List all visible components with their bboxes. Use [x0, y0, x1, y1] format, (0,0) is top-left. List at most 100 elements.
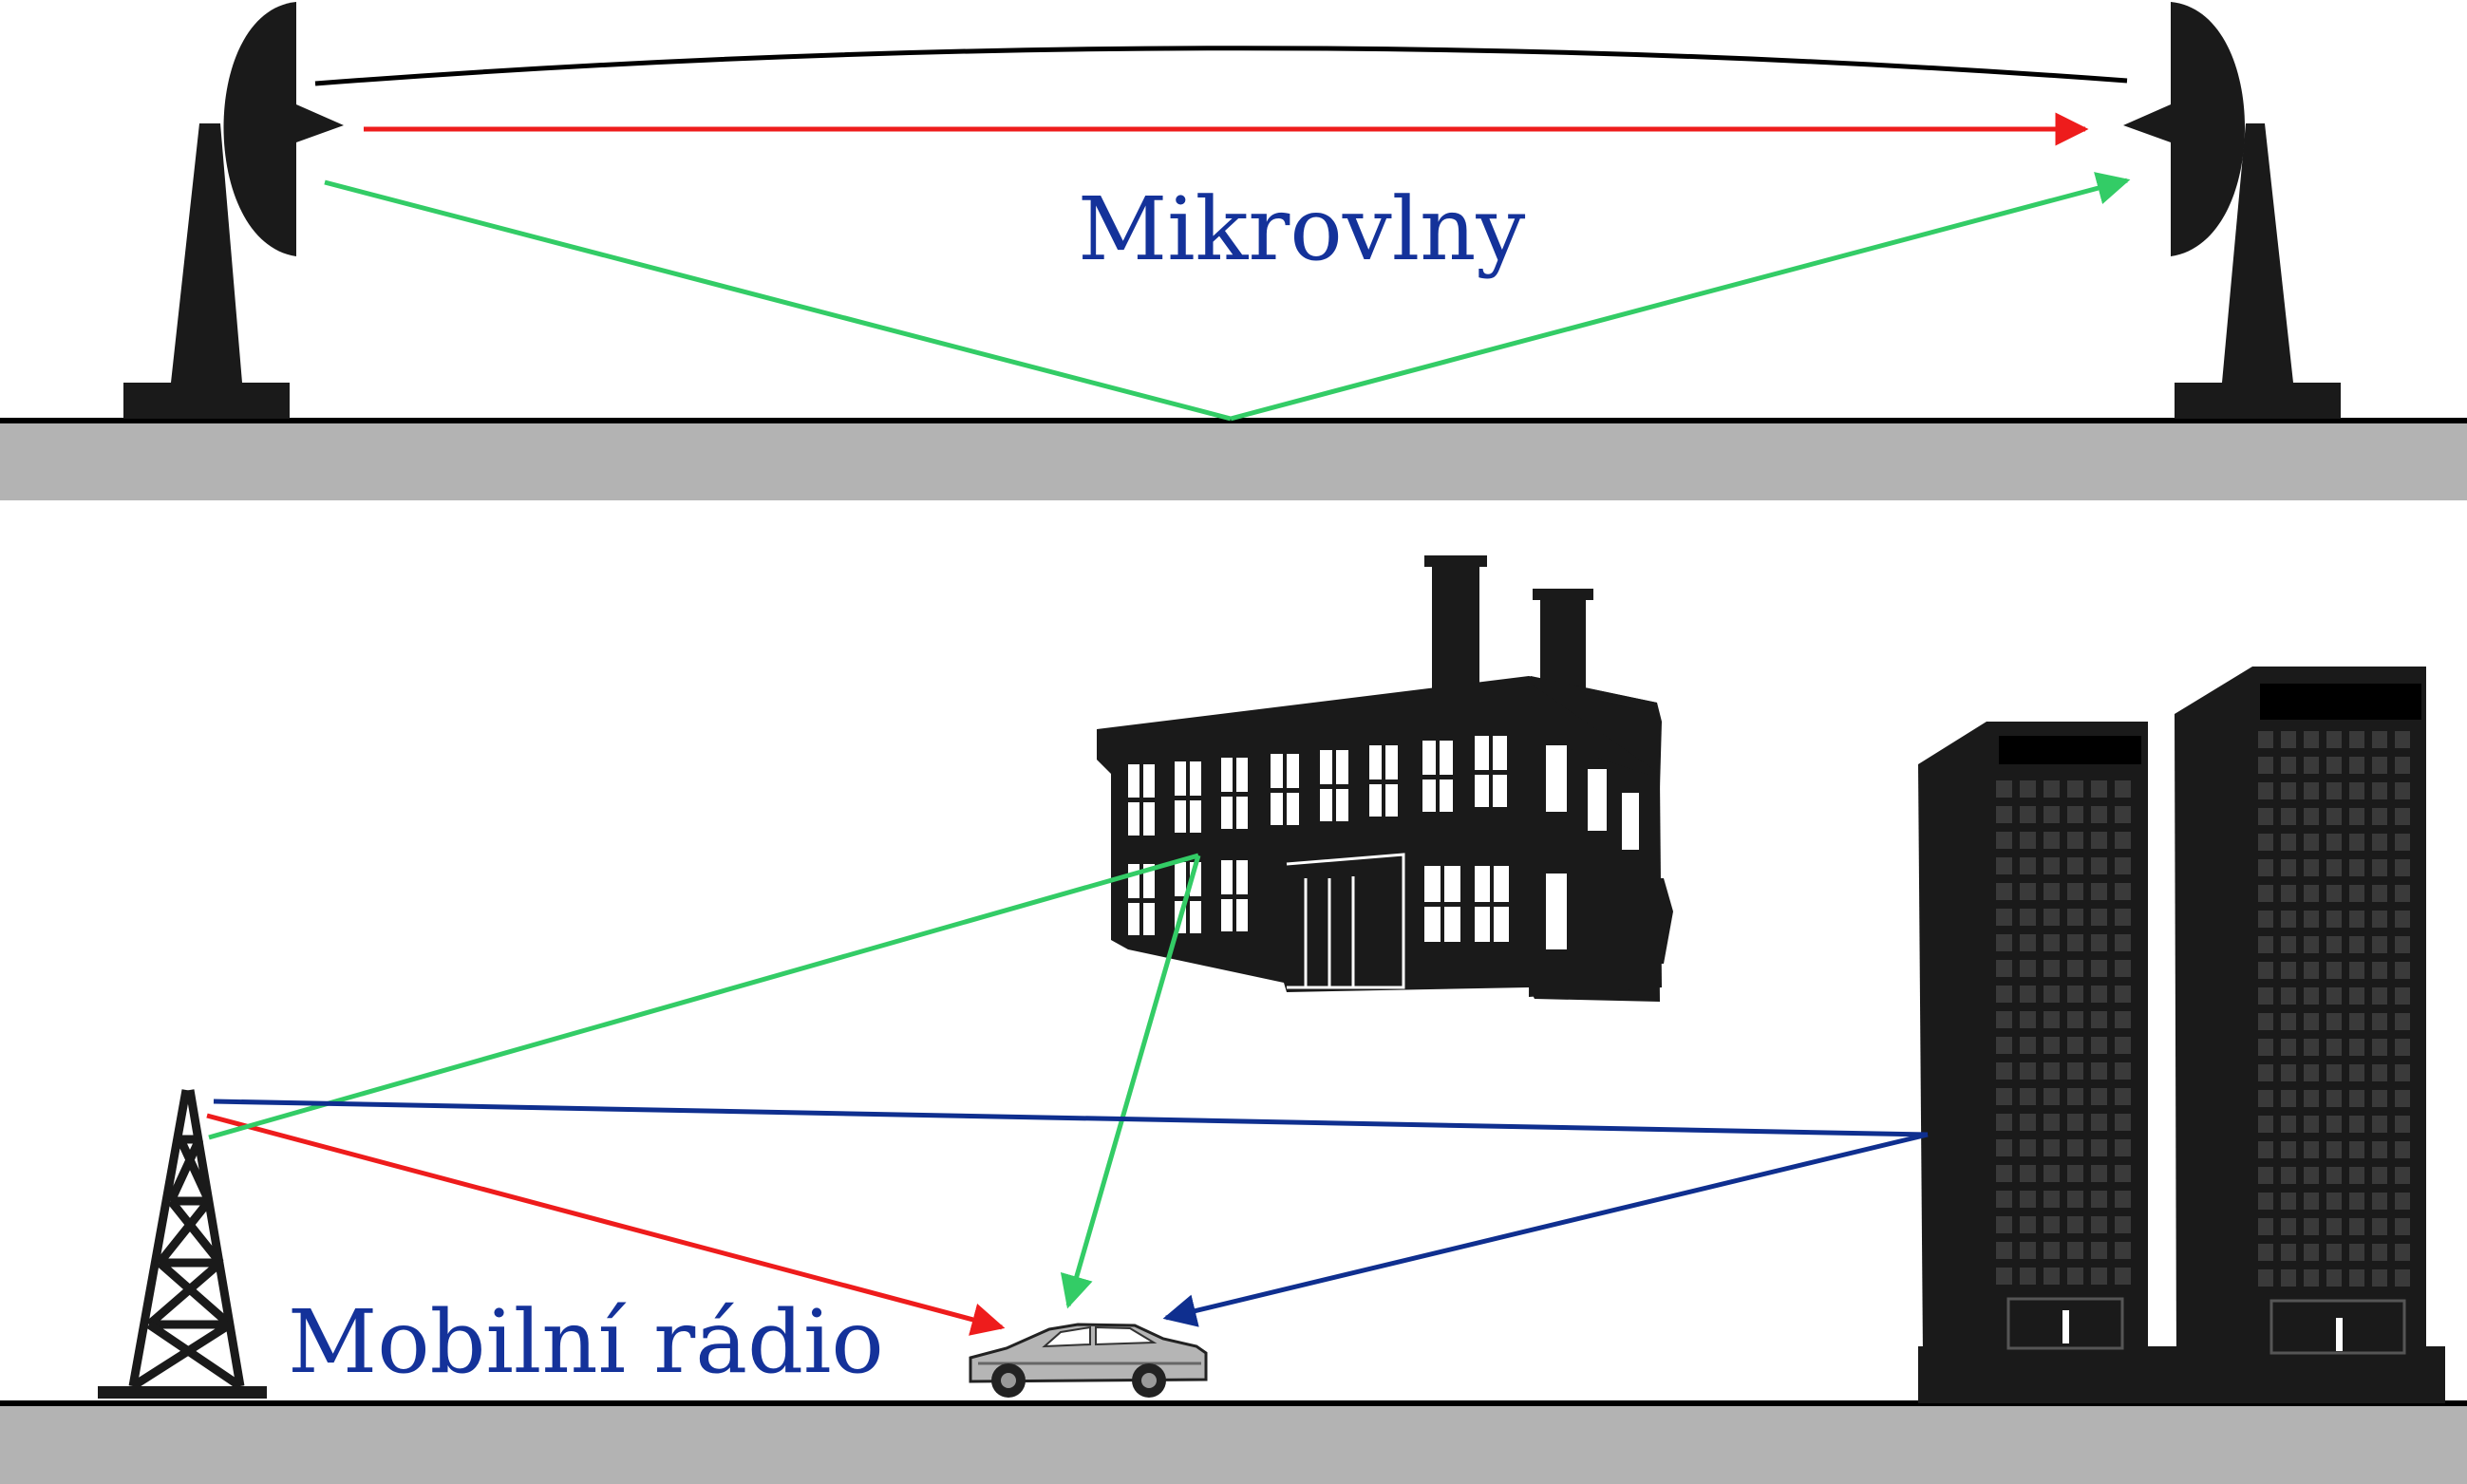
window [2349, 1244, 2364, 1261]
window [2258, 834, 2273, 851]
window [2115, 1242, 2131, 1259]
skyscrapers-icon [1918, 667, 2445, 1403]
window [1996, 986, 2012, 1003]
window [2115, 934, 2131, 951]
window [1996, 832, 2012, 849]
window [2281, 1013, 2296, 1030]
window [2115, 1268, 2131, 1285]
window [2067, 1011, 2083, 1028]
window [2281, 1064, 2296, 1081]
window [2372, 1167, 2387, 1184]
window [2091, 1139, 2107, 1156]
window [2304, 1218, 2319, 1235]
window [2372, 1244, 2387, 1261]
window [2349, 962, 2364, 979]
window [1996, 1191, 2012, 1208]
window [2020, 909, 2036, 926]
window [2326, 834, 2342, 851]
window [2258, 1064, 2273, 1081]
window [2304, 1244, 2319, 1261]
window [2115, 1139, 2131, 1156]
window [2372, 1116, 2387, 1133]
window [2115, 883, 2131, 900]
window [2091, 960, 2107, 977]
window [2258, 911, 2273, 928]
window [2020, 780, 2036, 798]
window [2372, 1013, 2387, 1030]
window [2326, 1039, 2342, 1056]
window [2258, 936, 2273, 953]
window [2281, 834, 2296, 851]
window [2258, 1013, 2273, 1030]
window [2372, 1193, 2387, 1210]
window [2067, 806, 2083, 823]
window [2304, 962, 2319, 979]
window [2258, 808, 2273, 825]
ground-bottom [0, 1403, 2467, 1484]
window [2067, 1216, 2083, 1233]
window [2020, 883, 2036, 900]
window [1996, 857, 2012, 874]
window [2258, 885, 2273, 902]
window [2304, 859, 2319, 876]
window [2091, 1062, 2107, 1080]
window [2304, 911, 2319, 928]
window [2043, 934, 2060, 951]
window [2091, 1216, 2107, 1233]
window [2258, 1269, 2273, 1287]
window [2091, 883, 2107, 900]
window [2304, 1116, 2319, 1133]
window [2372, 757, 2387, 774]
window [2115, 1191, 2131, 1208]
window [2326, 1090, 2342, 1107]
window [2326, 962, 2342, 979]
window [1996, 1165, 2012, 1182]
window [2281, 782, 2296, 799]
window [2043, 883, 2060, 900]
window [2395, 987, 2410, 1005]
window [2020, 1165, 2036, 1182]
window [2067, 934, 2083, 951]
window [2115, 832, 2131, 849]
window [1996, 1139, 2012, 1156]
window [2372, 1269, 2387, 1287]
window [2115, 1037, 2131, 1054]
window [2326, 1116, 2342, 1133]
window [2349, 1167, 2364, 1184]
window [2067, 832, 2083, 849]
window [2067, 1242, 2083, 1259]
window [2372, 1141, 2387, 1158]
window [2372, 1090, 2387, 1107]
window [2395, 1141, 2410, 1158]
window [2304, 757, 2319, 774]
window [2349, 1218, 2364, 1235]
radio-tower-icon [98, 1089, 267, 1399]
microwave-label: Mikrovlny [1078, 178, 1525, 280]
window [2067, 1114, 2083, 1131]
window [2020, 806, 2036, 823]
window [2115, 909, 2131, 926]
window [2372, 1064, 2387, 1081]
window [2115, 1088, 2131, 1105]
window [1996, 1037, 2012, 1054]
window [2067, 960, 2083, 977]
window [1996, 1088, 2012, 1105]
window [2281, 1218, 2296, 1235]
window [2304, 1090, 2319, 1107]
window [2304, 1141, 2319, 1158]
window [2258, 859, 2273, 876]
window [2281, 911, 2296, 928]
window [2372, 834, 2387, 851]
window [2067, 1062, 2083, 1080]
window [2115, 960, 2131, 977]
dish-antenna-left-icon [123, 2, 344, 419]
ground-reflection-incident [324, 179, 1232, 422]
window [2091, 1088, 2107, 1105]
window [2115, 1062, 2131, 1080]
window [2372, 782, 2387, 799]
window [2349, 731, 2364, 748]
window [2326, 731, 2342, 748]
window [2349, 1116, 2364, 1133]
bottom-panel: Mobilní rádio [0, 555, 2467, 1484]
window [1996, 1216, 2012, 1233]
